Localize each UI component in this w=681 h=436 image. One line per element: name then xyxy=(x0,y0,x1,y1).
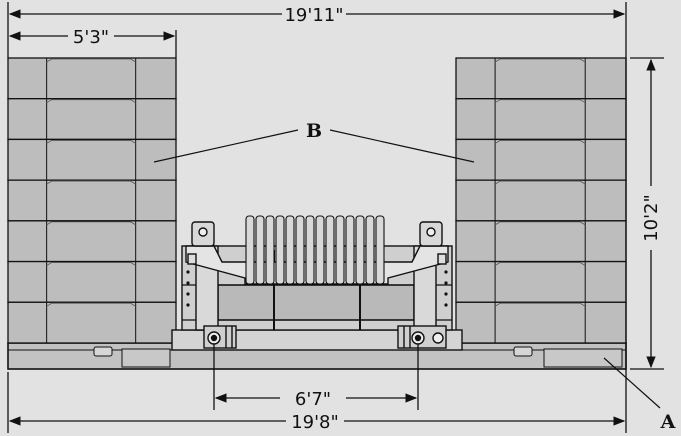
callout-a-label: A xyxy=(660,411,676,433)
left-counterweight-stack xyxy=(7,57,177,344)
weight-fin xyxy=(285,215,295,285)
counterweight-slab xyxy=(455,260,627,303)
callout-b-label: B xyxy=(306,120,322,142)
dim-overall-top: 19'11" xyxy=(284,5,343,26)
counterweight-slab xyxy=(455,220,627,263)
dim-inner-span: 6'7" xyxy=(295,389,331,410)
counterweight-slab xyxy=(7,220,177,263)
weight-fin xyxy=(245,215,255,285)
counterweight-slab xyxy=(7,138,177,181)
right-counterweight-stack xyxy=(455,57,627,344)
counterweight-slab xyxy=(7,179,177,222)
counterweight-slab xyxy=(7,98,177,141)
right-track-roller xyxy=(397,325,447,349)
weight-fin xyxy=(275,215,285,285)
counterweight-slab xyxy=(7,57,177,100)
weight-fin xyxy=(335,215,345,285)
weight-fin xyxy=(315,215,325,285)
counterweight-slab xyxy=(455,98,627,141)
counterweight-slab xyxy=(7,301,177,344)
left-track-roller xyxy=(203,325,237,349)
carbody-assembly xyxy=(171,215,463,351)
weight-fin xyxy=(255,215,265,285)
weight-fin xyxy=(305,215,315,285)
dim-counterweight-width: 5'3" xyxy=(73,27,109,48)
weight-fin xyxy=(265,215,275,285)
center-weight-fins xyxy=(245,215,385,285)
weight-fin xyxy=(365,215,375,285)
callout-a: A xyxy=(603,357,676,433)
dim-height: 10'2" xyxy=(641,194,662,242)
weight-fin xyxy=(325,215,335,285)
dimension-lines xyxy=(7,2,664,433)
weight-fin xyxy=(295,215,305,285)
counterweight-slab xyxy=(455,138,627,181)
dim-overall-bottom: 19'8" xyxy=(291,412,339,433)
counterweight-slab xyxy=(455,57,627,100)
counterweight-slab xyxy=(7,260,177,303)
weight-fin xyxy=(355,215,365,285)
weight-fin xyxy=(345,215,355,285)
weight-fin xyxy=(375,215,385,285)
counterweight-slab xyxy=(455,179,627,222)
callout-b: B xyxy=(153,120,475,163)
counterweight-slab xyxy=(455,301,627,344)
